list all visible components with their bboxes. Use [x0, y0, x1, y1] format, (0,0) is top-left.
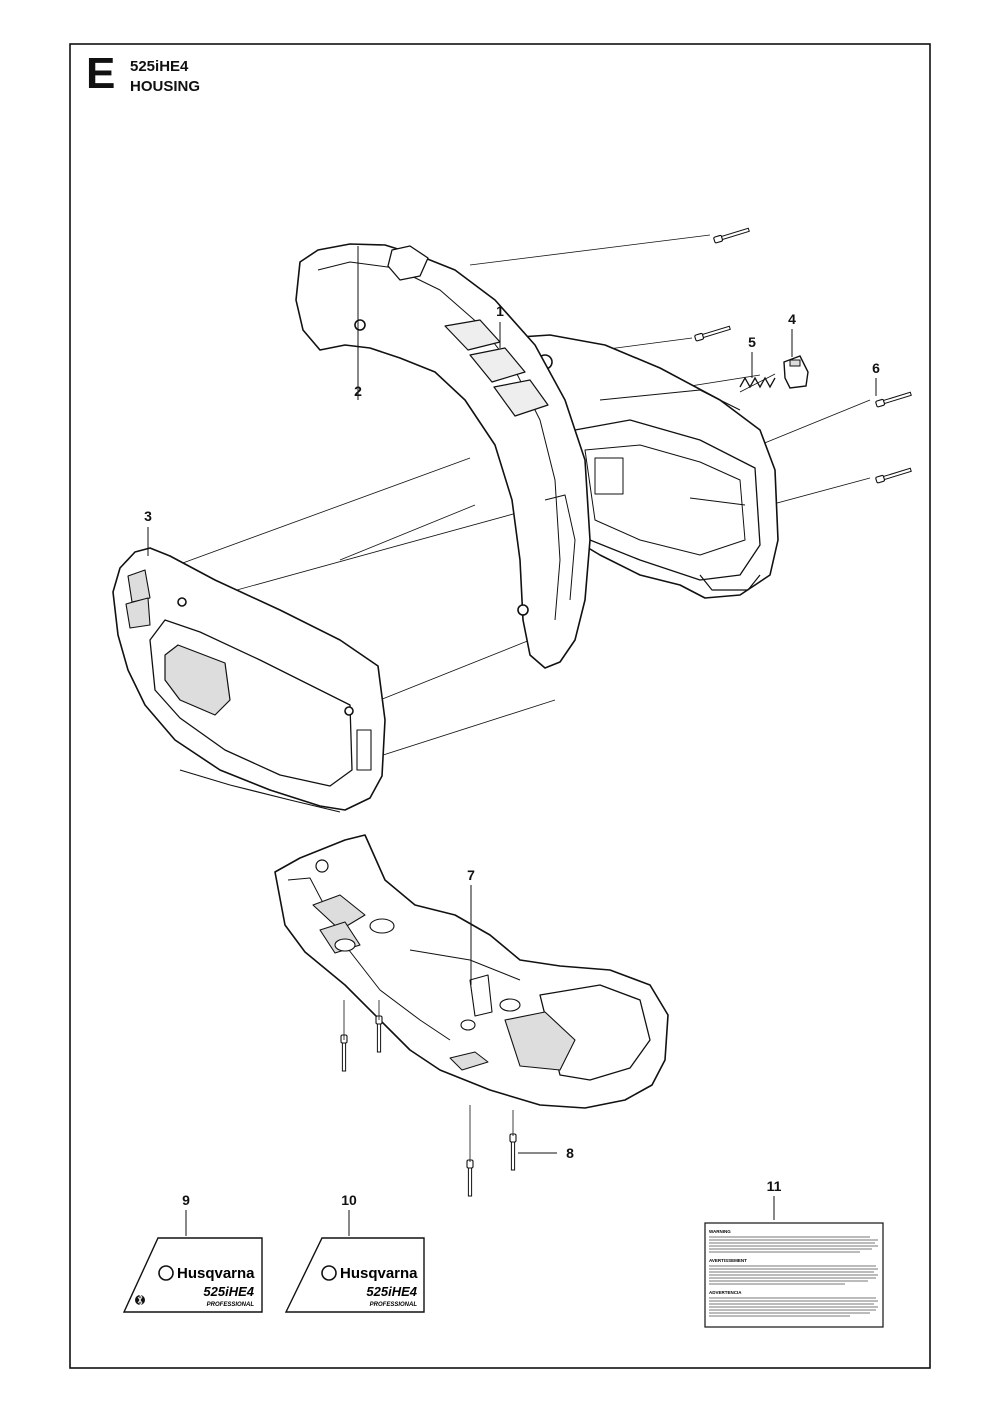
- callout-8: 8: [566, 1145, 574, 1161]
- part-3-front-housing: [112, 547, 386, 813]
- assembly-lines: [149, 234, 871, 757]
- part-2-handle-cover: [295, 243, 591, 669]
- part-10-decal: Husqvarna 525iHE4 PROFESSIONAL: [284, 1237, 425, 1313]
- section-letter: E: [86, 49, 116, 98]
- part-5-spring: [739, 373, 776, 393]
- page-title: HOUSING: [130, 78, 201, 95]
- warning-heading-fr: AVERTISSEMENT: [709, 1258, 747, 1263]
- part-11-warning-label: WARNING AVERTISSEMENT ADVERTENCIA: [704, 1222, 884, 1328]
- callout-7: 7: [467, 867, 475, 883]
- callout-9: 9: [182, 1192, 190, 1208]
- callout-numbers: 1 2 3 4 5 6 7 8 9 10 11: [144, 303, 880, 1208]
- leader-lines: [147, 246, 877, 1236]
- warning-body-lines: [709, 1236, 878, 1253]
- husqvarna-logo-icon: [321, 1265, 337, 1281]
- decal-9-grade: PROFESSIONAL: [207, 1302, 255, 1308]
- page-border: [69, 43, 931, 1369]
- callout-4: 4: [788, 311, 796, 327]
- warning-body-lines-es: [709, 1297, 878, 1317]
- callout-5: 5: [748, 334, 756, 350]
- callout-3: 3: [144, 508, 152, 524]
- callout-6: 6: [872, 360, 880, 376]
- decal-10-model: 525iHE4: [366, 1284, 417, 1299]
- decal-10-grade: PROFESSIONAL: [370, 1302, 418, 1308]
- decal-9-brand: Husqvarna: [177, 1265, 255, 1282]
- screws-lower: [340, 1000, 517, 1197]
- part-4-latch: [783, 355, 809, 389]
- decal-10-brand: Husqvarna: [340, 1265, 418, 1282]
- part-9-decal: Husqvarna 525iHE4 PROFESSIONAL: [122, 1237, 263, 1313]
- warning-body-lines-fr: [709, 1265, 878, 1285]
- warning-heading-es: ADVERTENCIA: [709, 1290, 742, 1295]
- husqvarna-logo-icon: [158, 1265, 174, 1281]
- callout-1: 1: [496, 303, 504, 319]
- callout-2: 2: [354, 383, 362, 399]
- warning-heading-en: WARNING: [709, 1229, 731, 1234]
- model-name: 525iHE4: [130, 58, 189, 75]
- decal-9-model: 525iHE4: [203, 1284, 254, 1299]
- callout-11: 11: [767, 1178, 782, 1194]
- callout-10: 10: [341, 1192, 357, 1208]
